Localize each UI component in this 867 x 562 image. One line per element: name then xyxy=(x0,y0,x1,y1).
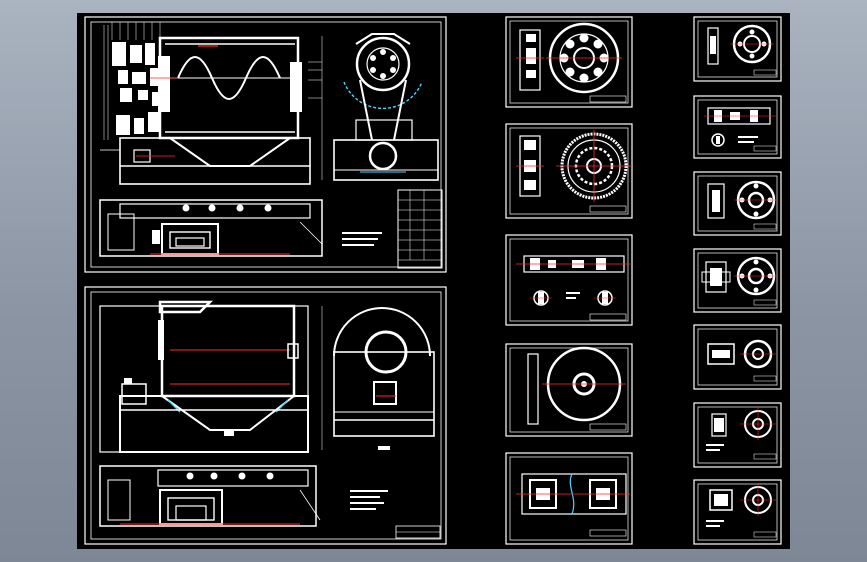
sheet1-side-view xyxy=(333,33,439,181)
sheet2-notes-and-title-block xyxy=(350,490,441,539)
assembly-sheet-2[interactable] xyxy=(84,286,447,545)
sheet2-front-view xyxy=(99,300,323,453)
sheet1-inner-frame xyxy=(90,21,442,268)
part-drawing-flange[interactable] xyxy=(693,16,782,82)
part-drawing-coupling-shaft[interactable] xyxy=(505,452,633,545)
sheet2-inner-frame xyxy=(90,291,442,540)
part-drawing-end-cap[interactable] xyxy=(693,248,782,313)
part-drawing-bushing[interactable] xyxy=(693,324,782,390)
part-drawing-hub[interactable] xyxy=(693,171,782,236)
part-drawing-sprocket[interactable] xyxy=(505,123,633,219)
sheet2-side-view xyxy=(333,307,435,450)
part-drawing-washer[interactable] xyxy=(693,402,782,468)
sheet2-outer-frame xyxy=(84,286,447,545)
part-drawing-pulley[interactable] xyxy=(505,343,633,437)
sheet1-top-view xyxy=(99,199,323,257)
part-drawing-gear[interactable] xyxy=(505,16,633,108)
sheet2-top-view xyxy=(99,465,321,527)
sheet1-notes-and-title-block xyxy=(342,189,443,269)
drawing-sheet[interactable] xyxy=(77,13,790,549)
part-drawing-collar[interactable] xyxy=(693,479,782,545)
assembly-sheet-1[interactable] xyxy=(84,16,447,273)
part-drawing-shaft[interactable] xyxy=(505,234,633,326)
sheet1-outer-frame xyxy=(84,16,447,273)
part-drawing-bearing-seat[interactable] xyxy=(693,95,782,159)
sheet1-front-view xyxy=(100,22,323,185)
